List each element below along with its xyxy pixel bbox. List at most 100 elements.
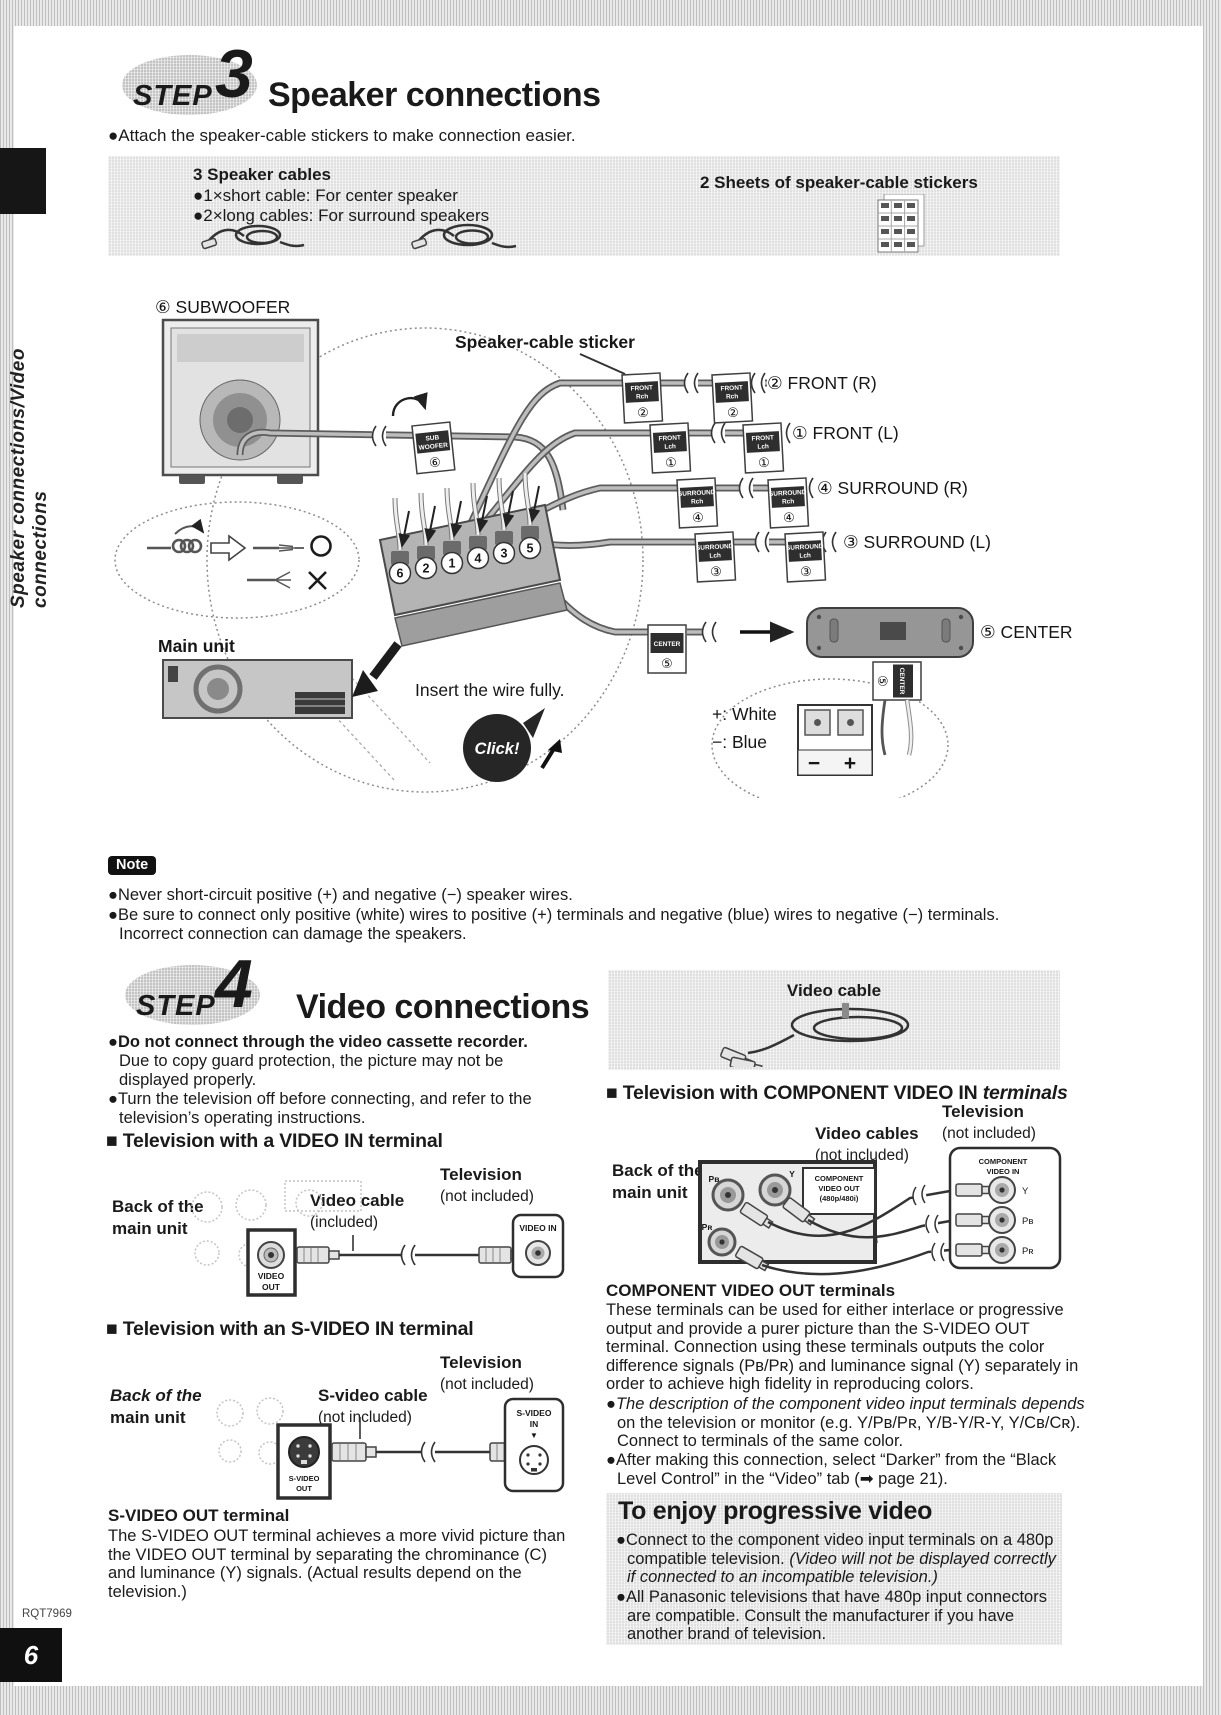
press-down-arrow-icon <box>352 641 402 697</box>
right-border-texture <box>1203 0 1221 1715</box>
surround-r-sticker-tag-2: SURROUND Rch ④ <box>767 477 810 529</box>
sticker-sheet-illustration <box>877 194 925 253</box>
magnified-terminal-bubble <box>206 327 644 793</box>
speaker-cable-item-1: ●1×short cable: For center speaker <box>193 186 458 205</box>
step4-header: STEP 4 <box>111 950 671 1045</box>
rear-panel-ghost-2 <box>216 1397 284 1465</box>
video-in-heading: ■ Television with a VIDEO IN terminal <box>106 1130 443 1152</box>
left-border-texture <box>0 0 14 1715</box>
component-bullet-1: ●The description of the component video … <box>606 1395 1085 1450</box>
svg-text:3: 3 <box>501 547 508 561</box>
s-video-back-label-1: Back of the <box>110 1386 202 1405</box>
progressive-title: To enjoy progressive video <box>618 1497 933 1525</box>
note-badge: Note <box>108 856 157 875</box>
rear-panel-ghost <box>191 1180 362 1268</box>
long-cables-illustration <box>411 223 517 250</box>
component-heading: ■ Television with COMPONENT VIDEO IN ter… <box>606 1082 1068 1104</box>
step4-number: 4 <box>215 946 253 1022</box>
component-back-label-2: main unit <box>612 1183 688 1202</box>
s-video-heading: ■ Television with an S-VIDEO IN terminal <box>106 1318 474 1340</box>
svg-text:SURROUND: SURROUND <box>678 489 716 498</box>
subwoofer-label: ⑥ SUBWOOFER <box>155 297 290 317</box>
svg-text:Rch: Rch <box>636 393 649 401</box>
surround-right-label: ④ SURROUND (R) <box>817 478 968 498</box>
bottom-border-texture <box>0 1686 1221 1715</box>
svg-text:Rch: Rch <box>691 498 704 506</box>
step3-intro: ●Attach the speaker-cable stickers to ma… <box>108 126 576 145</box>
down-arrow-icon: ▼ <box>530 1431 538 1440</box>
video-cable-illustration <box>720 1003 910 1067</box>
svg-text:①: ① <box>758 455 770 471</box>
svg-text:Pʙ: Pʙ <box>1022 1216 1033 1227</box>
progressive-bullet-2: ●All Panasonic televisions that have 480… <box>616 1588 1047 1643</box>
svg-text:Lch: Lch <box>664 443 676 451</box>
step4-title: Video connections <box>296 988 590 1026</box>
s-video-out-text-heading: S-VIDEO OUT terminal <box>108 1506 290 1525</box>
step3-title: Speaker connections <box>268 76 601 114</box>
step4-bullet1-rest: Due to copy guard protection, the pictur… <box>119 1052 504 1089</box>
sticker-sheets-title: 2 Sheets of speaker-cable stickers <box>700 173 978 192</box>
wire-prep-icons <box>147 518 332 590</box>
svg-text:VIDEO IN: VIDEO IN <box>519 1223 556 1233</box>
component-text-heading: COMPONENT VIDEO OUT terminals <box>606 1281 896 1300</box>
svg-text:③: ③ <box>710 564 722 580</box>
page-number-box: 6 <box>0 1628 62 1682</box>
s-video-back-label-2: main unit <box>110 1408 186 1427</box>
speaker-terminal-illustration: − + <box>797 704 873 776</box>
sticker-pointer-label: Speaker-cable sticker <box>455 332 635 352</box>
video-cable-box-title: Video cable <box>786 981 882 1000</box>
front-right-label: ② FRONT (R) <box>767 373 877 393</box>
sidebar-section-label: Speaker connections/Video connections <box>8 348 51 608</box>
svg-text:①: ① <box>665 455 677 471</box>
svg-text:FRONT: FRONT <box>720 384 743 392</box>
surround-left-label: ③ SURROUND (L) <box>843 532 991 552</box>
polarity-bubble <box>711 678 949 798</box>
svg-text:IN: IN <box>530 1419 539 1429</box>
video-cable-label: Video cable <box>310 1191 405 1210</box>
terminal-block: 6 2 1 4 3 5 <box>378 472 568 647</box>
step3-ellipse <box>122 55 257 115</box>
svg-text:②: ② <box>637 405 649 421</box>
svg-text:SURROUND: SURROUND <box>786 543 824 552</box>
component-heading-terminals: terminals <box>982 1082 1068 1104</box>
svg-text:COMPONENT: COMPONENT <box>815 1174 864 1183</box>
flip-over-arrow <box>391 392 428 417</box>
main-unit-illustration: Main unit <box>158 636 353 719</box>
svg-text:CENTER: CENTER <box>654 641 681 648</box>
svg-text:③: ③ <box>800 564 812 580</box>
click-label: Click! <box>475 740 520 758</box>
video-in-back-label-2: main unit <box>112 1219 188 1238</box>
minus-blue-label: −: Blue <box>712 732 767 752</box>
svg-text:6: 6 <box>397 567 404 581</box>
wrong-mark-icon <box>308 571 327 590</box>
front-r-sticker-tag-2: FRONT Rch ② <box>711 372 754 424</box>
video-in-tv-label: Television <box>440 1165 522 1184</box>
video-in-diagram: VIDEO OUT VIDEO IN <box>191 1180 565 1297</box>
s-video-tv-label: Television <box>440 1353 522 1372</box>
speaker-connection-diagram: ⑥ SUBWOOFER Speaker-ca <box>114 297 1073 798</box>
s-video-out-text-body: The S-VIDEO OUT termin­al achieves a mor… <box>108 1527 566 1601</box>
svg-text:COMPONENT: COMPONENT <box>979 1157 1028 1166</box>
svg-text:⑤: ⑤ <box>875 675 890 687</box>
note-line-1: ●Never short-circuit positive (+) and ne… <box>108 886 573 904</box>
svg-text:②: ② <box>727 405 739 421</box>
svg-text:VIDEO: VIDEO <box>258 1271 285 1281</box>
svg-text:5: 5 <box>527 542 534 556</box>
component-tv-label: Television <box>942 1102 1024 1121</box>
front-l-sticker-tag-1: FRONT Lch ① <box>649 422 692 474</box>
svg-text:SUB: SUB <box>425 434 440 442</box>
svg-text:(480p/480i): (480p/480i) <box>820 1194 859 1203</box>
progressive-video-box <box>606 1493 1062 1645</box>
step3-word: STEP <box>133 80 213 112</box>
svg-text:S-VIDEO: S-VIDEO <box>517 1408 552 1418</box>
model-code: RQT7969 <box>22 1608 72 1620</box>
step4-bullet2: ●Turn the television off before connecti… <box>108 1090 532 1127</box>
step4-ellipse <box>125 965 260 1025</box>
front-l-sticker-tag-2: FRONT Lch ① <box>742 422 785 474</box>
svg-text:FRONT: FRONT <box>751 434 774 442</box>
svg-text:④: ④ <box>783 510 795 526</box>
svg-text:Pʙ: Pʙ <box>709 1174 720 1184</box>
surround-l-sticker-tag-2: SURROUND Lch ③ <box>784 531 827 583</box>
arrow-right-icon <box>210 534 247 562</box>
